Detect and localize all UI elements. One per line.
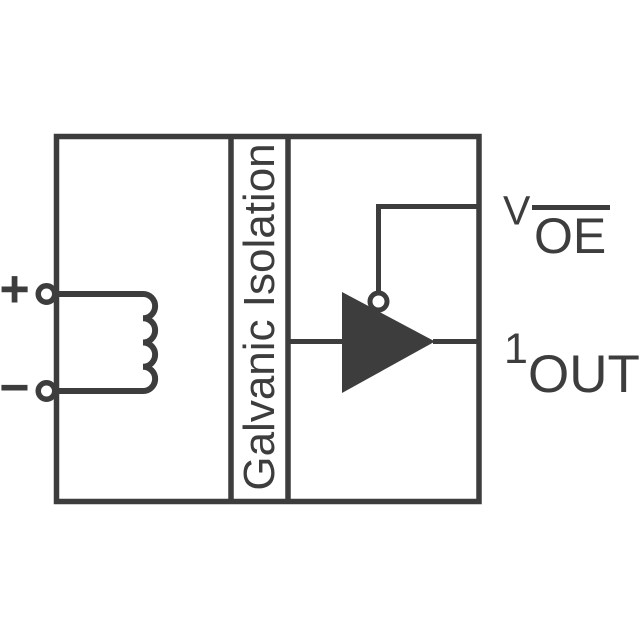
positive-terminal	[35, 283, 58, 305]
negative-terminal	[35, 380, 58, 402]
positive-terminal-label: +	[0, 261, 30, 319]
isolation-barrier-label: Galvanic Isolation	[235, 143, 284, 490]
inverter-bubble	[367, 290, 390, 313]
buffer-triangle	[342, 292, 435, 393]
output-pin-name: OUT	[528, 345, 640, 404]
enable-pin-symbol: V	[503, 188, 531, 234]
inductor-coil	[56, 291, 159, 394]
enable-pin-name: OE	[534, 208, 606, 264]
package-outline	[53, 133, 482, 505]
negative-terminal-label: −	[0, 359, 30, 417]
output-channel-number: 1	[504, 325, 528, 373]
enable-wire	[376, 204, 479, 295]
